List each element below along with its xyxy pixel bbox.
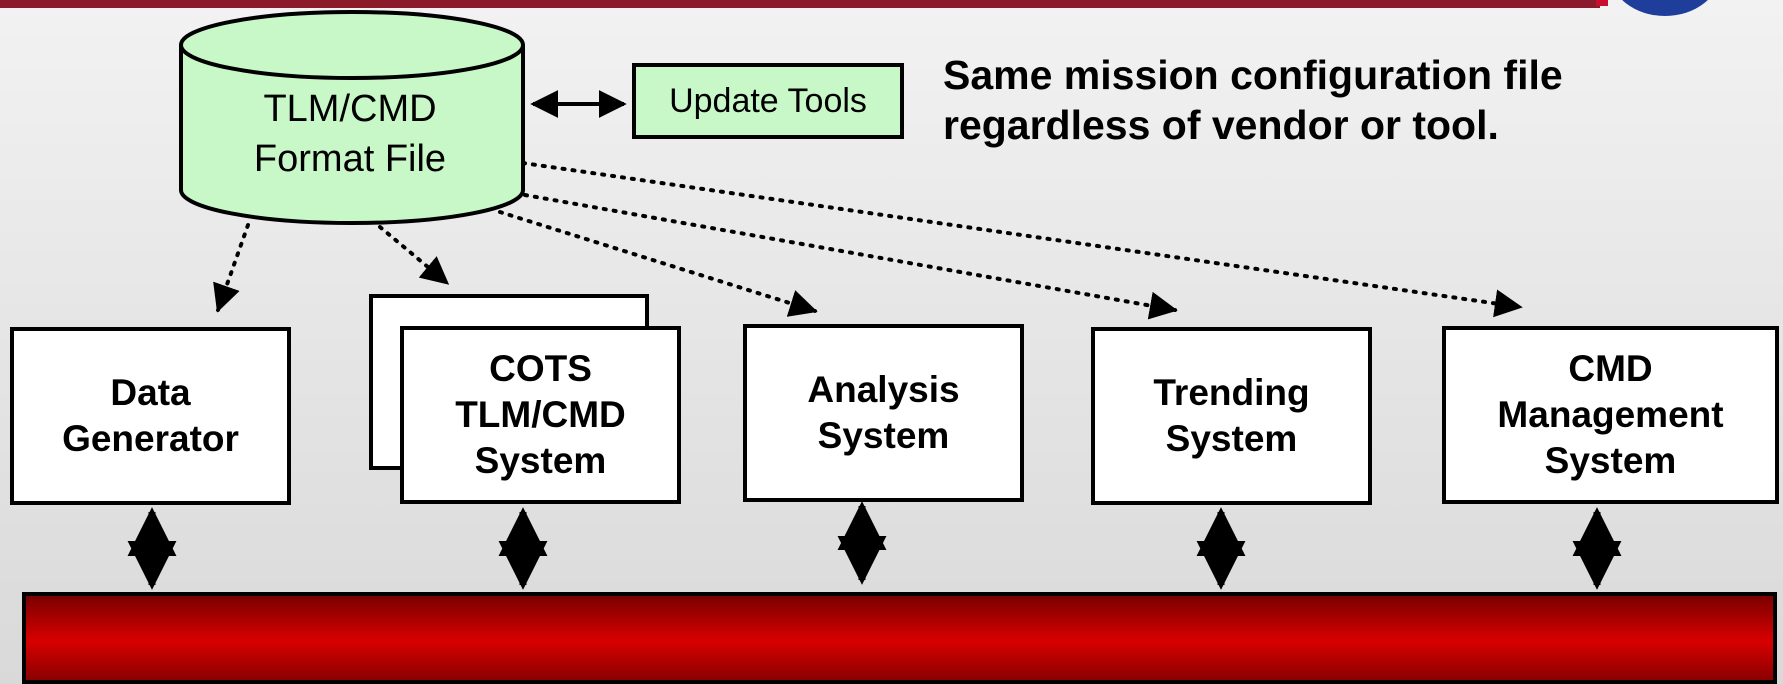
- cmd-management-system-box: CMD Management System: [1442, 326, 1779, 504]
- message-bus: [22, 592, 1777, 684]
- note-line2: regardless of vendor or tool.: [943, 102, 1499, 148]
- dotted-arrow-cmd-management: [521, 161, 1523, 318]
- trending-line1: Trending: [1153, 372, 1310, 413]
- analysis-system-box: Analysis System: [743, 324, 1024, 502]
- cots-line2: TLM/CMD: [455, 394, 626, 435]
- trending-system-box: Trending System: [1091, 327, 1372, 505]
- cots-system-box: COTS TLM/CMD System: [400, 326, 681, 504]
- update-tools-box: Update Tools: [632, 63, 904, 139]
- data-generator-line1: Data: [110, 372, 191, 413]
- cmd-management-line1: CMD: [1568, 348, 1653, 389]
- data-generator-line2: Generator: [62, 418, 239, 459]
- cmd-management-line2: Management: [1497, 394, 1724, 435]
- cmd-management-line3: System: [1544, 440, 1677, 481]
- trending-line2: System: [1165, 418, 1298, 459]
- analysis-line1: Analysis: [807, 369, 960, 410]
- dotted-arrow-trending: [523, 193, 1178, 320]
- analysis-line2: System: [817, 415, 950, 456]
- configuration-note: Same mission configuration file regardle…: [943, 50, 1703, 150]
- update-tools-label: Update Tools: [669, 81, 867, 120]
- cots-line1: COTS: [489, 348, 592, 389]
- database-label: TLM/CMD Format File: [180, 84, 520, 184]
- database-cylinder-icon: [179, 10, 525, 225]
- data-generator-box: Data Generator: [10, 327, 291, 505]
- database-label-line2: Format File: [253, 138, 447, 180]
- logo-swoosh: [1596, 0, 1608, 6]
- database-label-line1: TLM/CMD: [263, 88, 437, 130]
- header-line: [0, 0, 1600, 8]
- note-line1: Same mission configuration file: [943, 52, 1563, 98]
- cots-line3: System: [474, 440, 607, 481]
- dotted-arrow-cots: [378, 225, 450, 285]
- dotted-arrow-data-generator: [213, 223, 250, 313]
